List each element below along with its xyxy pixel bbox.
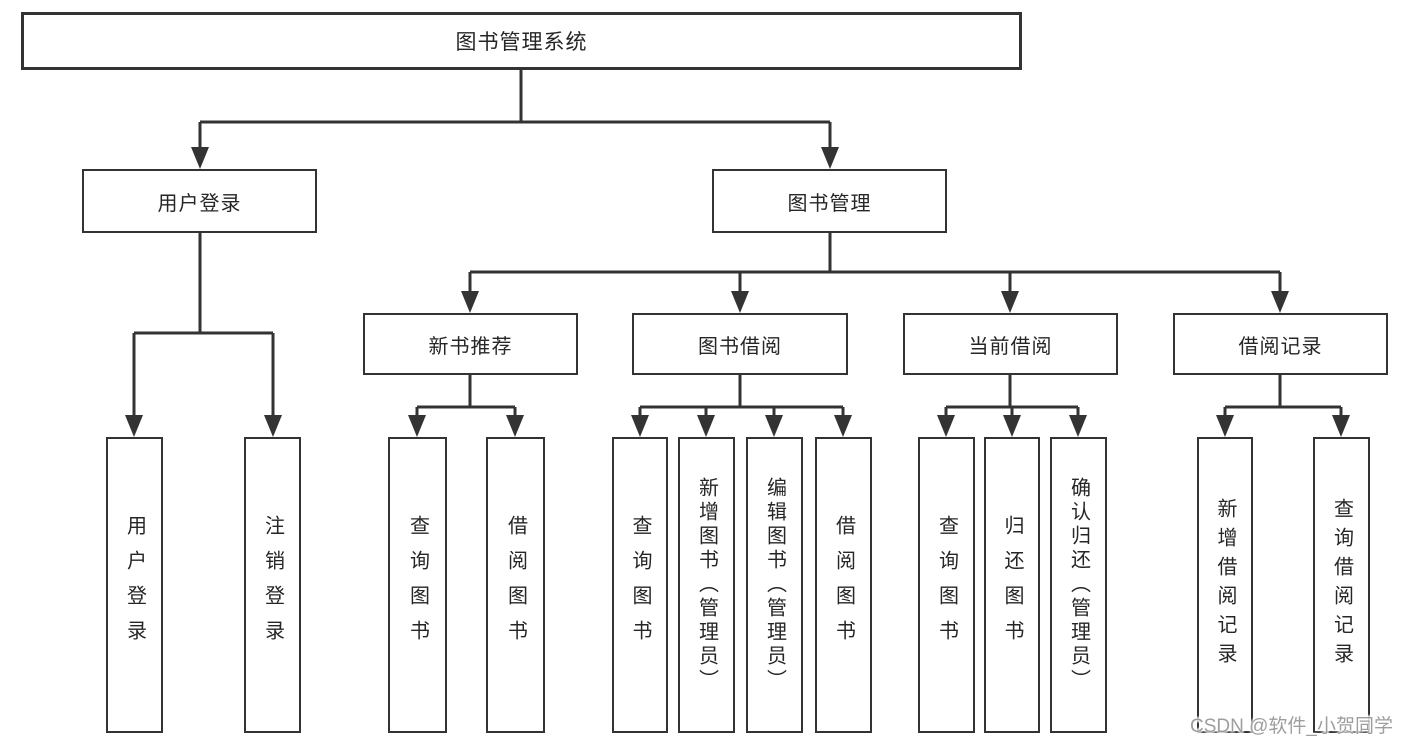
csdn-watermark: CSDN @软件_小贺同学 — [1190, 716, 1393, 737]
node-user-login: 用户登录 — [82, 169, 317, 233]
leaf-borrow-borrow-books: 借阅图书 — [815, 437, 872, 733]
connector-user-login — [125, 233, 282, 437]
node-label: 图书借阅 — [698, 335, 782, 358]
node-label: 查询图书 — [935, 515, 958, 655]
leaf-current-query-books: 查询图书 — [918, 437, 975, 733]
node-label: 用户登录 — [123, 515, 146, 655]
leaf-current-confirm-return-admin: 确认归还（管理员） — [1050, 437, 1107, 733]
node-label: 归还图书 — [1001, 515, 1023, 655]
node-label: 用户登录 — [157, 192, 242, 215]
connector-book-borrow — [631, 375, 852, 437]
node-label: 图书管理系统 — [455, 31, 588, 54]
node-label: 编辑图书（管理员） — [763, 477, 786, 693]
connector-borrow-records — [1216, 375, 1350, 437]
leaf-records-query-record: 查询借阅记录 — [1313, 437, 1370, 733]
node-book-management: 图书管理 — [712, 169, 947, 233]
node-label: 借阅记录 — [1238, 335, 1323, 358]
connector-new-book-recommend — [408, 375, 524, 437]
node-new-book-recommend: 新书推荐 — [363, 313, 578, 375]
leaf-borrow-add-books-admin: 新增图书（管理员） — [678, 437, 735, 733]
node-label: 确认归还（管理员） — [1067, 477, 1090, 693]
node-root: 图书管理系统 — [21, 12, 1022, 70]
connector-current-borrow — [937, 375, 1087, 437]
node-label: 借阅图书 — [504, 515, 527, 655]
connector-book-management — [461, 233, 1289, 313]
node-label: 新书推荐 — [428, 335, 513, 358]
leaf-user-login: 用户登录 — [106, 437, 163, 733]
leaf-borrow-edit-books-admin: 编辑图书（管理员） — [746, 437, 803, 733]
leaf-current-return-books: 归还图书 — [984, 437, 1040, 733]
node-book-borrow: 图书借阅 — [632, 313, 848, 375]
node-label: 当前借阅 — [968, 335, 1053, 358]
node-label: 新增借阅记录 — [1214, 498, 1236, 672]
node-label: 新增图书（管理员） — [695, 477, 718, 693]
node-label: 查询借阅记录 — [1330, 498, 1353, 672]
node-borrow-records: 借阅记录 — [1173, 313, 1388, 375]
leaf-logout: 注销登录 — [244, 437, 301, 733]
node-label: 注销登录 — [261, 515, 284, 655]
leaf-newbook-query-books: 查询图书 — [388, 437, 447, 733]
node-label: 查询图书 — [406, 515, 429, 655]
leaf-records-add-record: 新增借阅记录 — [1197, 437, 1253, 733]
node-label: 借阅图书 — [832, 515, 855, 655]
leaf-borrow-query-books: 查询图书 — [612, 437, 668, 733]
leaf-newbook-borrow-books: 借阅图书 — [486, 437, 545, 733]
connector-root — [191, 70, 839, 169]
node-current-borrow: 当前借阅 — [903, 313, 1118, 375]
node-label: 查询图书 — [629, 515, 651, 655]
node-label: 图书管理 — [787, 192, 872, 215]
